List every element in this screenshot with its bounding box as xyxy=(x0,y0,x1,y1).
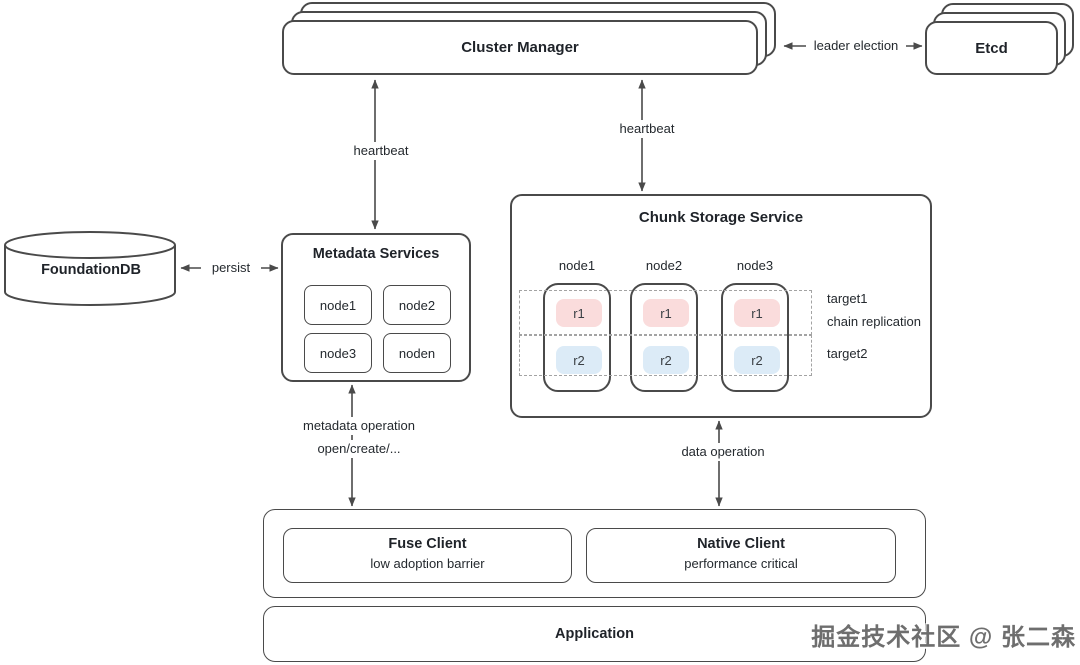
target1-label: target1 xyxy=(827,291,868,306)
fuse-client-box: Fuse Client low adoption barrier xyxy=(283,528,572,583)
replica-r2: r2 xyxy=(556,346,602,374)
heartbeat-metadata-label: heartbeat xyxy=(345,142,417,160)
chunk-node-label: node2 xyxy=(645,258,683,273)
replica-r1: r1 xyxy=(556,299,602,327)
etcd-label: Etcd xyxy=(975,39,1008,57)
heartbeat-chunk-label: heartbeat xyxy=(611,120,683,138)
metadata-services-box: Metadata Services node1 node2 node3 node… xyxy=(281,233,471,382)
cluster-manager-box: Cluster Manager xyxy=(282,20,758,75)
fuse-client-subtitle: low adoption barrier xyxy=(370,556,485,571)
cluster-manager-label: Cluster Manager xyxy=(461,39,579,56)
leader-election-label: leader election xyxy=(806,37,906,55)
target2-label: target2 xyxy=(827,346,868,361)
etcd-box: Etcd xyxy=(925,21,1058,75)
metadata-node: node2 xyxy=(383,285,451,325)
native-client-title: Native Client xyxy=(697,536,785,552)
metadata-node: noden xyxy=(383,333,451,373)
metadata-node: node1 xyxy=(304,285,372,325)
chunk-node-column: r1 r2 xyxy=(721,283,789,392)
replica-r1: r1 xyxy=(734,299,780,327)
fuse-client-title: Fuse Client xyxy=(388,536,467,552)
persist-label: persist xyxy=(201,259,261,277)
application-label: Application xyxy=(555,626,634,642)
application-box: Application xyxy=(263,606,926,662)
chunk-node-label: node1 xyxy=(558,258,596,273)
chain-replication-label: chain replication xyxy=(827,314,921,329)
native-client-subtitle: performance critical xyxy=(684,556,798,571)
chunk-node-label: node3 xyxy=(736,258,774,273)
replica-r2: r2 xyxy=(643,346,689,374)
chunk-node-column: r1 r2 xyxy=(543,283,611,392)
database-cylinder-icon xyxy=(4,231,176,306)
metadata-services-title: Metadata Services xyxy=(312,246,440,262)
clients-box: Fuse Client low adoption barrier Native … xyxy=(263,509,926,598)
replica-r1: r1 xyxy=(643,299,689,327)
foundationdb-label: FoundationDB xyxy=(41,262,141,278)
replica-r2: r2 xyxy=(734,346,780,374)
metadata-node: node3 xyxy=(304,333,372,373)
metadata-operation-label: metadata operation xyxy=(292,417,426,435)
target2-dashed-band xyxy=(519,335,812,376)
native-client-box: Native Client performance critical xyxy=(586,528,896,583)
chunk-storage-service-box: Chunk Storage Service node1 node2 node3 … xyxy=(510,194,932,418)
chunk-node-column: r1 r2 xyxy=(630,283,698,392)
foundationdb-cylinder: FoundationDB xyxy=(3,230,179,310)
watermark-text: 掘金技术社区 @ 张二森 xyxy=(811,624,1076,651)
data-operation-label: data operation xyxy=(657,443,789,461)
metadata-operation-detail-label: open/create/... xyxy=(292,440,426,458)
target1-dashed-band xyxy=(519,290,812,335)
chunk-storage-service-title: Chunk Storage Service xyxy=(638,209,804,226)
